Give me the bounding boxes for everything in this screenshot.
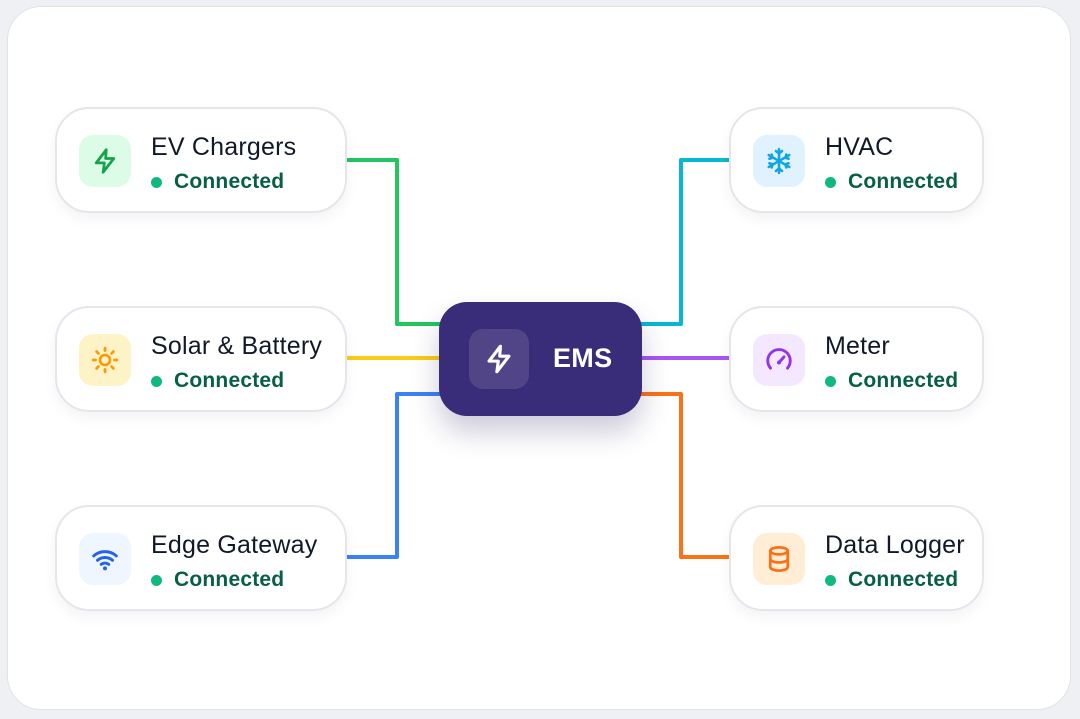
device-card-ev-chargers[interactable]: EV Chargers Connected [55, 107, 347, 213]
data-logger-connection [640, 392, 730, 559]
status-dot [825, 375, 836, 387]
device-card-data-logger[interactable]: Data Logger Connected [729, 505, 984, 611]
device-title: Edge Gateway [151, 531, 318, 559]
status-label: Connected [848, 170, 959, 193]
wifi-icon [92, 550, 118, 571]
status-label: Connected [174, 568, 285, 591]
snowflake-icon [767, 147, 791, 175]
status-row: Connected [151, 169, 284, 195]
device-title: HVAC [825, 133, 894, 161]
icon-box [753, 334, 805, 386]
status-row: Connected [151, 567, 284, 593]
device-title: EV Chargers [151, 133, 297, 161]
icon-box [79, 135, 131, 187]
hvac-connection [640, 158, 730, 326]
device-title: Solar & Battery [151, 332, 323, 360]
status-dot [825, 176, 836, 188]
device-card-edge-gateway[interactable]: Edge Gateway Connected [55, 505, 347, 611]
ev-chargers-connection [346, 158, 441, 326]
status-row: Connected [825, 567, 958, 593]
status-label: Connected [848, 369, 959, 392]
database-icon [768, 546, 790, 573]
device-title: Data Logger [825, 531, 965, 559]
hub-icon-box [469, 329, 529, 389]
lightning-icon [94, 148, 116, 174]
device-card-hvac[interactable]: HVAC Connected [729, 107, 984, 213]
icon-box [79, 533, 131, 585]
status-dot [151, 574, 162, 586]
icon-box [753, 135, 805, 187]
gauge-icon [766, 348, 792, 370]
lightning-icon [487, 344, 511, 374]
edge-gateway-connection [346, 392, 441, 559]
status-label: Connected [848, 568, 959, 591]
status-dot [151, 375, 162, 387]
status-dot [151, 176, 162, 188]
sun-icon [91, 346, 119, 374]
status-label: Connected [174, 170, 285, 193]
ems-hub[interactable]: EMS [439, 302, 642, 416]
device-title: Meter [825, 332, 890, 360]
status-label: Connected [174, 369, 285, 392]
status-dot [825, 574, 836, 586]
status-row: Connected [825, 368, 958, 394]
device-card-meter[interactable]: Meter Connected [729, 306, 984, 412]
status-row: Connected [151, 368, 284, 394]
icon-box [753, 533, 805, 585]
device-card-solar-battery[interactable]: Solar & Battery Connected [55, 306, 347, 412]
hub-label: EMS [553, 343, 613, 373]
status-row: Connected [825, 169, 958, 195]
icon-box [79, 334, 131, 386]
